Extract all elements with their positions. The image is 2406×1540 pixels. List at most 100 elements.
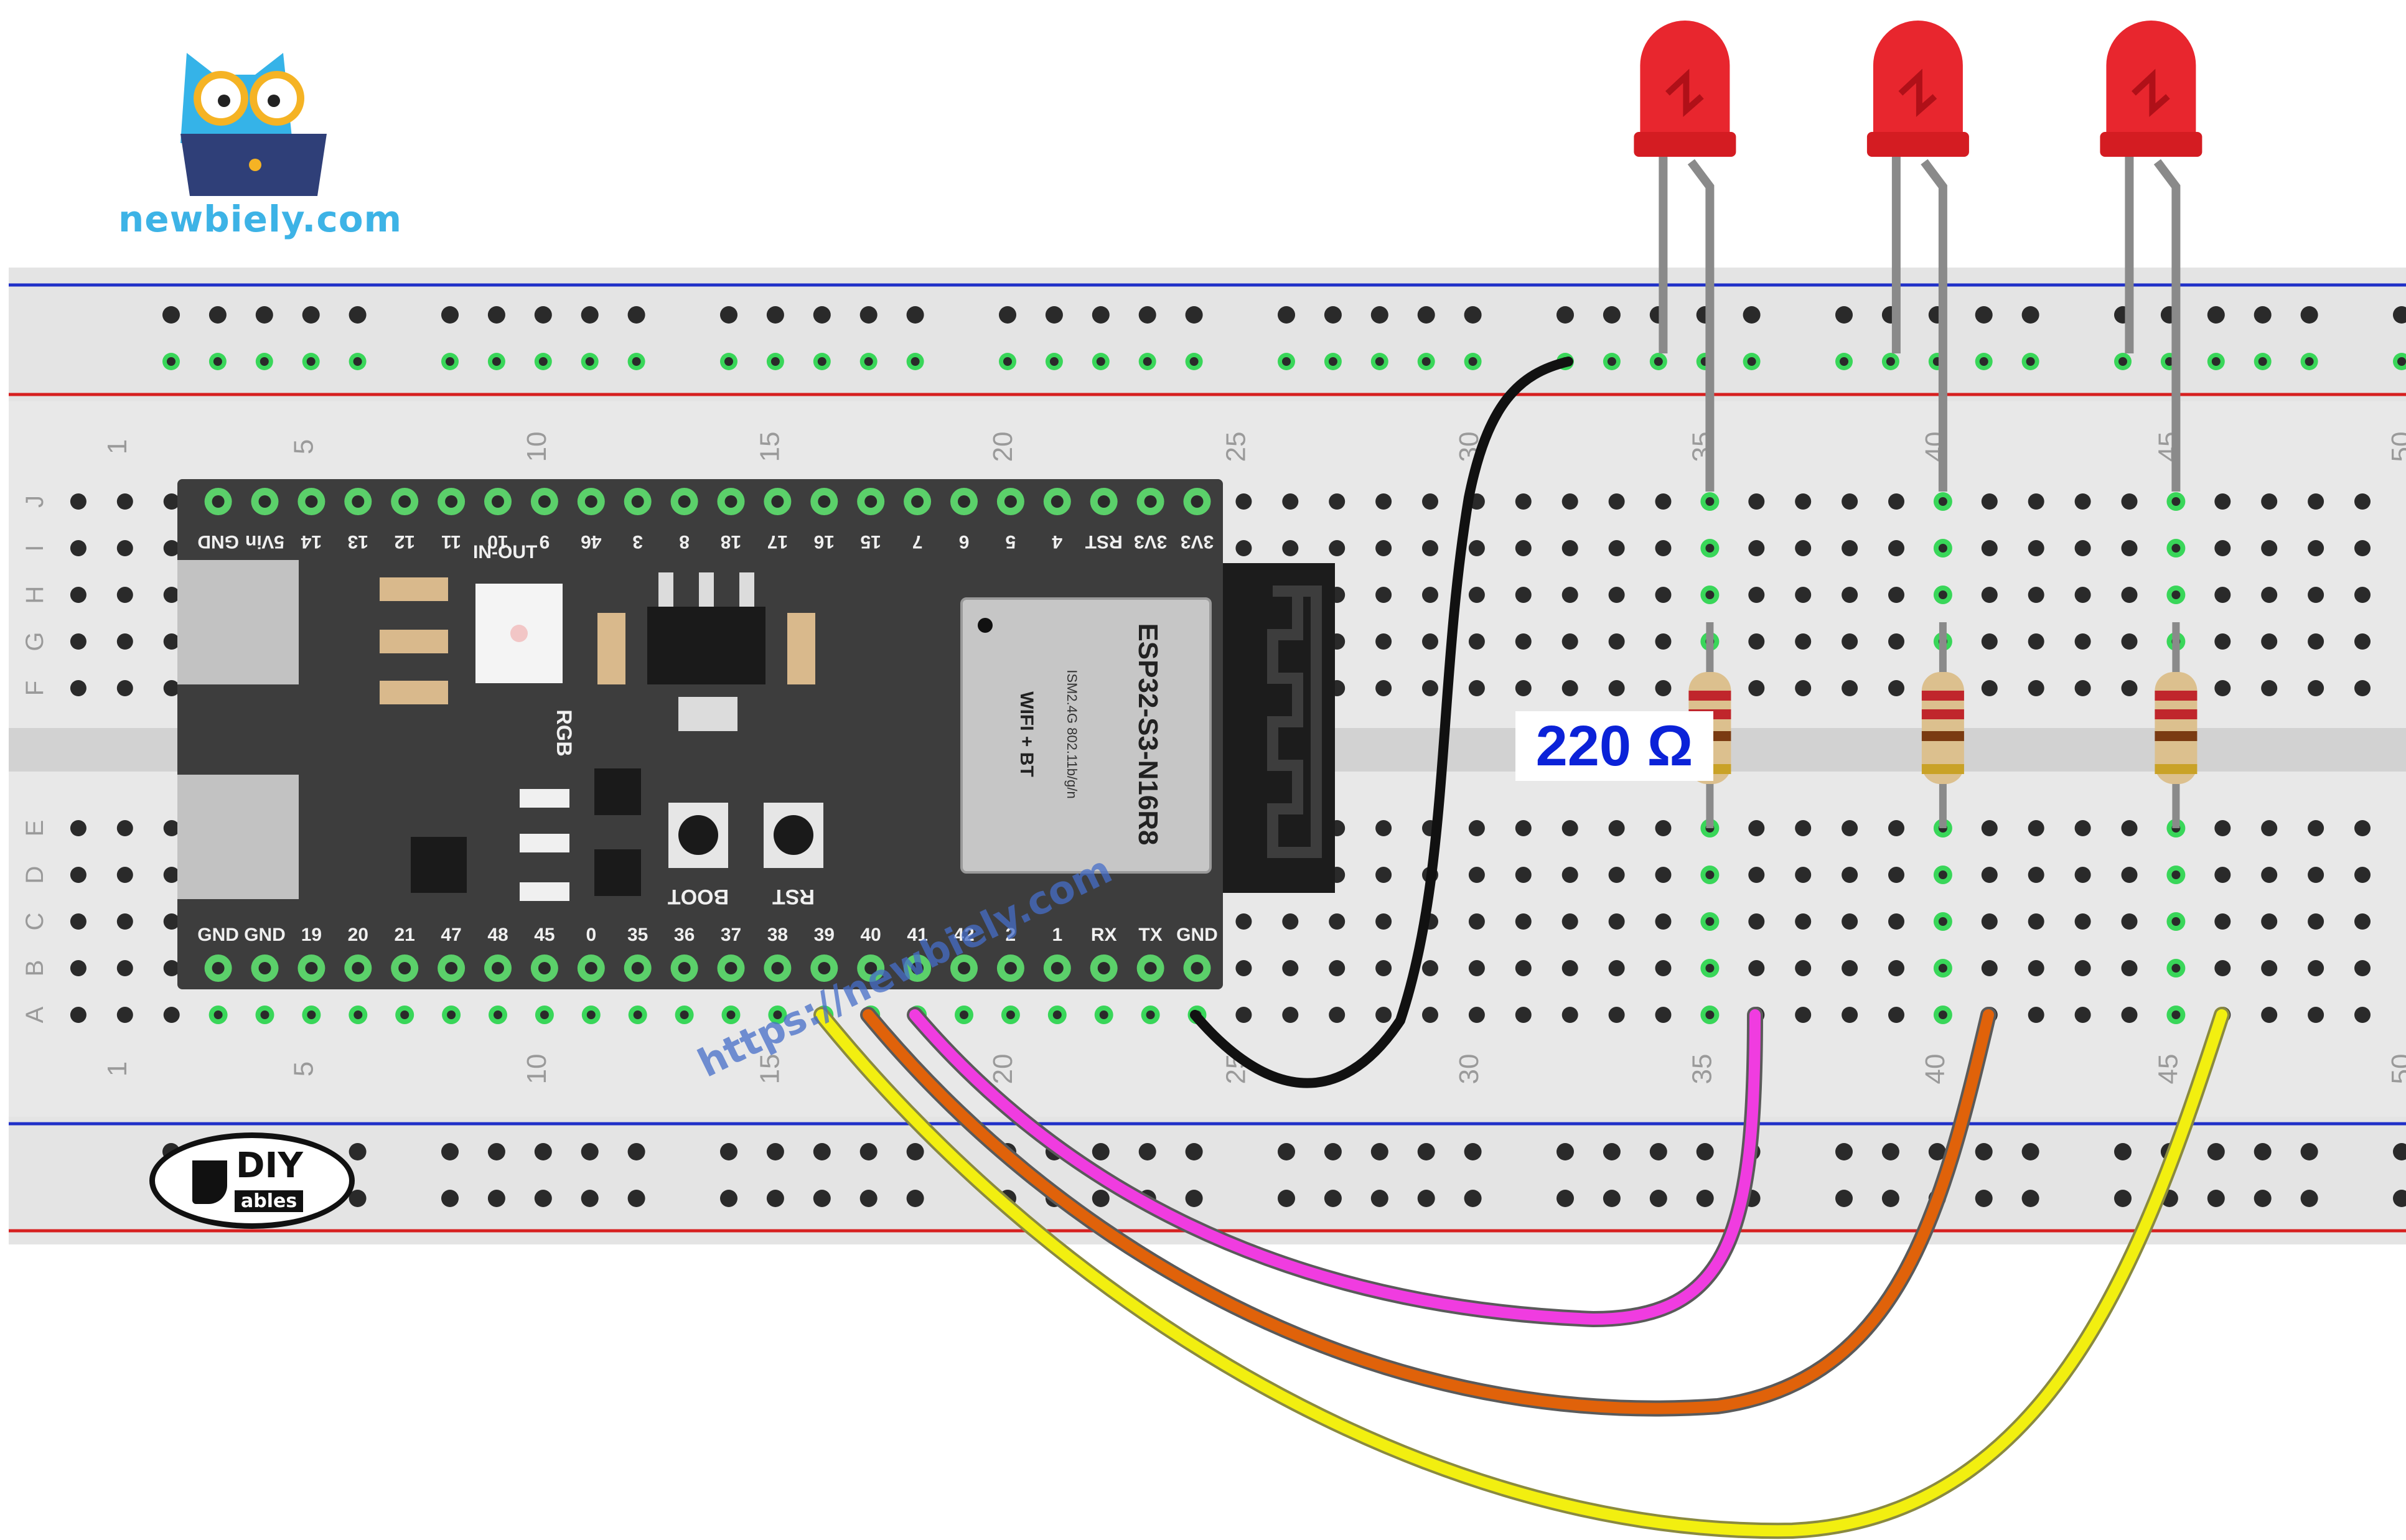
rail-hole-center bbox=[2258, 357, 2267, 366]
terminal-hole bbox=[2121, 1007, 2138, 1023]
rail-hole bbox=[1138, 306, 1156, 324]
column-number-bottom: 15 bbox=[755, 1054, 785, 1085]
terminal-hole bbox=[1282, 913, 1299, 930]
terminal-hole bbox=[2214, 493, 2231, 510]
header-pin-hole bbox=[212, 962, 225, 974]
rail-hole bbox=[859, 1190, 878, 1207]
resistor-band bbox=[2155, 764, 2198, 774]
module-pin1-dot bbox=[978, 618, 993, 633]
pin-label-top: 14 bbox=[301, 531, 322, 552]
usb-port-top bbox=[177, 560, 299, 684]
terminal-hole-center bbox=[2171, 544, 2181, 553]
terminal-hole-center bbox=[2171, 1010, 2181, 1019]
terminal-hole bbox=[2121, 680, 2138, 696]
rail-hole-center bbox=[1096, 357, 1105, 366]
pin-label-top: 4 bbox=[1052, 531, 1062, 552]
terminal-hole bbox=[1795, 633, 1812, 650]
resistor-value-label: 220 Ω bbox=[1515, 711, 1713, 781]
terminal-hole-center bbox=[1705, 917, 1715, 926]
rail-hole bbox=[1417, 1190, 1435, 1207]
rail-hole-center bbox=[353, 357, 362, 366]
column-number-top: 20 bbox=[988, 432, 1018, 462]
terminal-hole bbox=[1515, 493, 1532, 510]
rail-hole bbox=[1556, 1143, 1574, 1160]
terminal-hole-center bbox=[2171, 497, 2181, 506]
rail-hole bbox=[906, 1143, 924, 1160]
terminal-hole bbox=[2074, 867, 2091, 883]
header-pin-hole bbox=[724, 962, 737, 974]
terminal-hole bbox=[1842, 867, 1858, 883]
wire-gpio39-yellow bbox=[816, 1009, 2227, 1537]
terminal-hole bbox=[1468, 540, 1485, 556]
terminal-hole bbox=[1375, 913, 1392, 930]
terminal-hole bbox=[2214, 633, 2231, 650]
led-die bbox=[1898, 68, 1937, 118]
terminal-hole bbox=[2261, 633, 2278, 650]
pin-label-bottom: 47 bbox=[441, 925, 461, 945]
rail-hole-center bbox=[2211, 357, 2221, 366]
rgb-label: RGB bbox=[552, 709, 576, 757]
rail-hole-center bbox=[306, 357, 316, 366]
transistor-icon bbox=[594, 849, 641, 896]
terminal-hole bbox=[1561, 633, 1578, 650]
terminal-hole bbox=[116, 633, 133, 650]
row-letter-i: I bbox=[21, 544, 49, 551]
rail-hole-center bbox=[538, 357, 548, 366]
wire-gnd-black bbox=[1190, 357, 1573, 1088]
rail-hole bbox=[2300, 306, 2318, 324]
terminal-hole-center bbox=[1938, 590, 1947, 599]
terminal-hole-center bbox=[1938, 544, 1947, 553]
terminal-hole bbox=[2354, 633, 2371, 650]
terminal-hole-center bbox=[540, 1010, 549, 1019]
terminal-hole-center bbox=[307, 1010, 316, 1019]
terminal-hole-center bbox=[1099, 1010, 1108, 1019]
led-rim bbox=[1634, 132, 1736, 157]
column-number-bottom: 45 bbox=[2153, 1054, 2184, 1085]
terminal-hole bbox=[116, 867, 133, 883]
pin-label-top: 46 bbox=[581, 531, 601, 552]
terminal-hole bbox=[1422, 633, 1438, 650]
terminal-hole bbox=[2354, 960, 2371, 976]
pin-label-bottom: 20 bbox=[348, 925, 368, 945]
rail-hole bbox=[627, 306, 645, 324]
terminal-hole bbox=[1422, 1007, 1438, 1023]
terminal-hole bbox=[1468, 587, 1485, 603]
led-rim bbox=[1866, 132, 1969, 157]
terminal-hole bbox=[1655, 633, 1672, 650]
row-letter-g: G bbox=[21, 632, 49, 651]
rail-hole bbox=[441, 306, 459, 324]
row-letter-f: F bbox=[21, 681, 49, 696]
terminal-hole bbox=[2028, 587, 2044, 603]
rail-hole bbox=[1464, 1190, 1482, 1207]
terminal-hole bbox=[2074, 587, 2091, 603]
header-pin-hole bbox=[864, 962, 878, 974]
rail-hole bbox=[2393, 1143, 2406, 1160]
terminal-hole bbox=[2121, 867, 2138, 883]
wire-gpio40-orange bbox=[863, 1009, 1994, 1414]
column-number-bottom: 20 bbox=[988, 1054, 1018, 1085]
terminal-hole bbox=[1748, 913, 1765, 930]
header-pin-hole bbox=[631, 495, 644, 508]
row-letter-b: B bbox=[21, 960, 49, 977]
terminal-hole-center bbox=[213, 1010, 223, 1019]
resistor-band bbox=[1921, 709, 1964, 719]
terminal-hole bbox=[163, 587, 180, 603]
rail-hole bbox=[581, 1190, 599, 1207]
header-pin-hole bbox=[1191, 495, 1204, 508]
header-pin-hole bbox=[258, 962, 271, 974]
terminal-hole bbox=[2308, 587, 2324, 603]
resistor-band bbox=[1921, 731, 1964, 741]
terminal-hole bbox=[1655, 587, 1672, 603]
terminal-hole bbox=[1888, 680, 1904, 696]
pcb-antenna-icon bbox=[1267, 586, 1322, 858]
terminal-hole bbox=[2121, 960, 2138, 976]
smd-capacitor-icon bbox=[380, 577, 448, 601]
rail-hole-center bbox=[2305, 357, 2314, 366]
row-letter-h: H bbox=[21, 586, 49, 604]
smd-capacitor-icon bbox=[787, 613, 815, 684]
led-die bbox=[1665, 68, 1704, 118]
terminal-hole bbox=[163, 1007, 180, 1023]
terminal-hole bbox=[1842, 680, 1858, 696]
terminal-hole bbox=[1422, 540, 1438, 556]
